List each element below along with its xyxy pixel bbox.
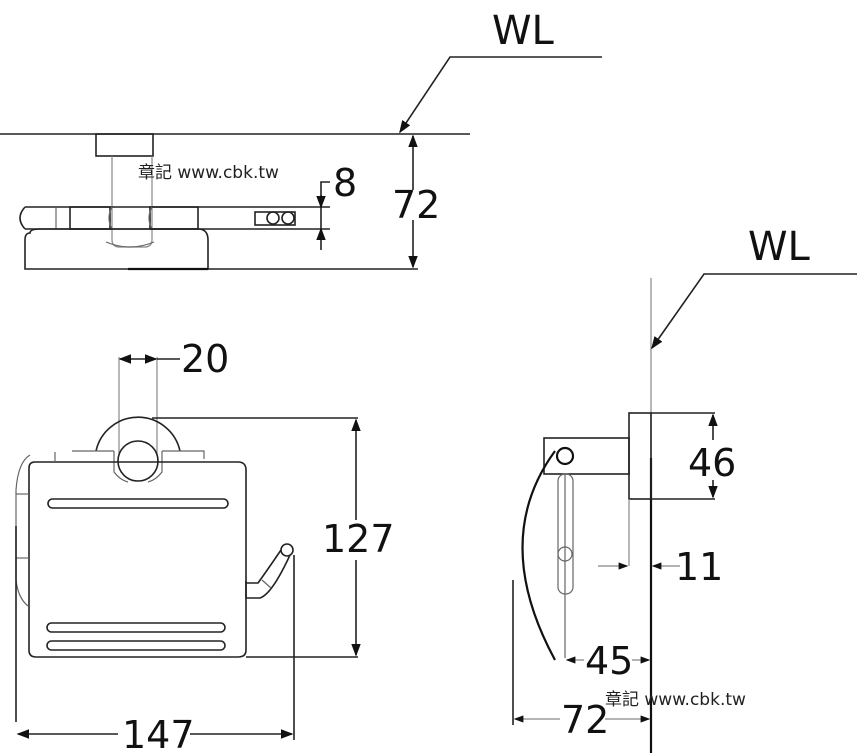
wl-leader-side	[651, 273, 857, 350]
wl-leader-top	[399, 56, 602, 134]
side-hook	[245, 549, 291, 599]
dim-arm-offset: 45	[585, 639, 633, 683]
mount-hub	[117, 440, 159, 482]
cover-arc	[521, 450, 556, 661]
dim-plate-height: 46	[688, 441, 736, 485]
cover-front	[28, 461, 247, 658]
slot-bottom-2	[46, 640, 226, 651]
mount-plate	[95, 133, 154, 157]
dim-mount-diameter: 20	[181, 337, 229, 381]
dim-plate-depth: 11	[675, 545, 723, 589]
side-view: WL 46 11 45 72 章記 www.cbk.tw	[512, 224, 857, 753]
front-view: 20 127 147	[15, 337, 395, 753]
watermark-side: 章記 www.cbk.tw	[605, 690, 746, 710]
top-view: WL 8 72 章記 www.cbk.tw	[0, 8, 602, 271]
pivot	[555, 446, 575, 466]
arm	[543, 437, 630, 475]
roll-bar	[19, 206, 158, 230]
dim-height: 127	[322, 517, 395, 561]
dim-bar-thickness: 8	[333, 161, 357, 205]
wl-label-side: WL	[748, 224, 811, 270]
wl-label-top: WL	[492, 8, 555, 54]
dim-total-depth: 72	[561, 698, 609, 742]
dim-width: 147	[122, 713, 195, 753]
mount-rosette	[95, 416, 181, 452]
slot-top	[47, 498, 229, 509]
watermark-top: 章記 www.cbk.tw	[138, 163, 279, 183]
wall-plate	[628, 412, 652, 500]
cover-top	[24, 228, 209, 270]
dim-depth-top: 72	[392, 183, 440, 227]
slot-bottom-1	[46, 622, 226, 633]
